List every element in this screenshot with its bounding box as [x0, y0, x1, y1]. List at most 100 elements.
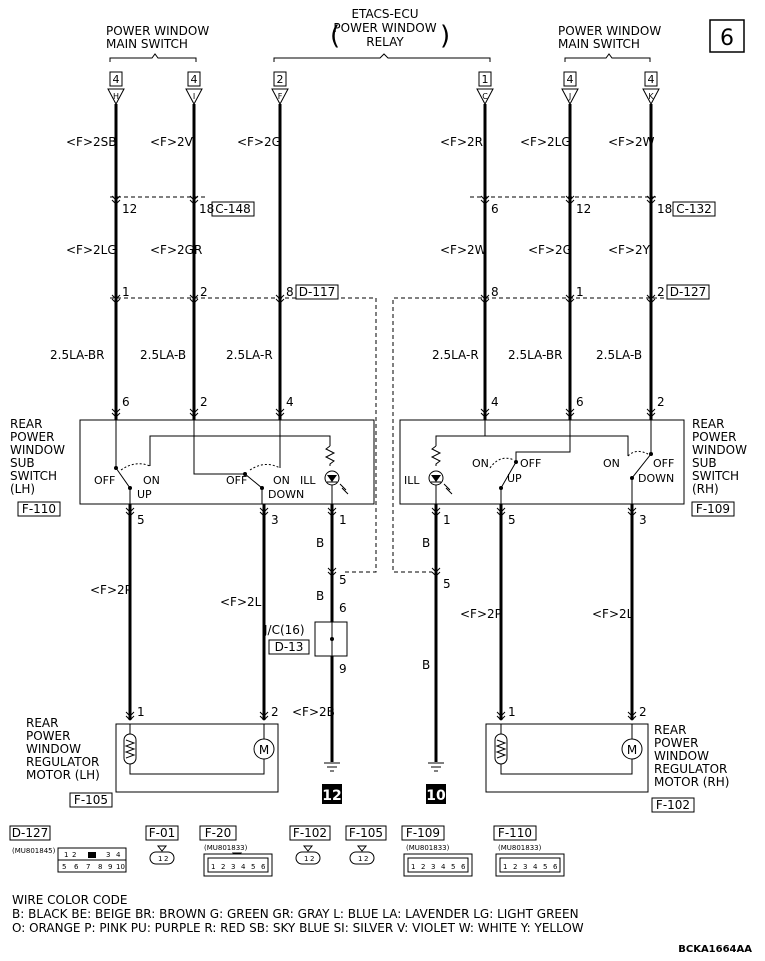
ground-10-label: 10 [426, 788, 446, 804]
switch-rh-down: DOWN [638, 472, 674, 485]
wire-label-2-k: <F>2Y [608, 243, 651, 257]
motor-lh-title-2: POWER [26, 729, 70, 743]
connector-f105: F-105 [74, 793, 108, 807]
bracket-etacs [273, 53, 491, 62]
pin-c148-18: 18 [199, 202, 214, 216]
key-f01-code: F-01 [149, 826, 176, 840]
pin-sub-lh-4: 4 [286, 395, 294, 409]
pin-sub-rh-6: 6 [576, 395, 584, 409]
connector-d127: D-127 [670, 285, 706, 299]
connector-d127-box [666, 284, 710, 300]
key-d127-pin-5: 5 [62, 863, 66, 871]
connector-key-f109: F-109 (MU801833) 1 2 3 4 5 6 [401, 825, 473, 877]
bracket-left [109, 53, 197, 62]
switch-lh-on1: ON [143, 474, 160, 487]
pin-motor-rh-1: 1 [508, 705, 516, 719]
connector-f109: F-109 [696, 502, 730, 516]
header-main-switch-left-line2: MAIN SWITCH [106, 37, 188, 51]
ground-12-label: 12 [322, 788, 341, 804]
key-d127-part: (MU801845) [12, 847, 56, 855]
pin-sub-rh-3: 3 [639, 513, 647, 527]
terminal-letter: C [482, 92, 488, 101]
terminal-box-number: 1 [482, 73, 489, 86]
pin-rh-5: 5 [443, 577, 451, 591]
motor-lh: M [115, 723, 279, 793]
key-f20-code: F-20 [205, 826, 232, 840]
wire-label-2-h: <F>2LG [66, 243, 117, 257]
d117-boundary [110, 297, 377, 573]
key-d127-pin-10: 10 [116, 863, 125, 871]
switch-lh-up: UP [137, 488, 152, 501]
pin-sub-lh-2: 2 [200, 395, 208, 409]
color-code-line1: B: BLACK BE: BEIGE BR: BROWN G: GREEN GR… [12, 907, 579, 921]
connector-c148-box [211, 201, 255, 217]
wire-label-3-j: 2.5LA-BR [508, 348, 562, 362]
header-main-switch-left-line1: POWER WINDOW [106, 24, 209, 38]
key-f109-code: F-109 [406, 826, 440, 840]
wire-label-f: <F>2G [237, 135, 281, 149]
color-code-title: WIRE COLOR CODE [12, 893, 127, 907]
top-terminal-i: 4 I [185, 71, 203, 106]
jc-label: J/C(16) [263, 623, 305, 637]
wire-label-k: <F>2W [608, 135, 655, 149]
wire-label-3-h: 2.5LA-BR [50, 348, 104, 362]
page-number: 6 [720, 26, 734, 51]
key-d127-pin-6: 6 [74, 863, 79, 871]
wire-label-3-c: 2.5LA-R [432, 348, 479, 362]
pin-motor-lh-2: 2 [271, 705, 279, 719]
switch-lh-title-5: SWITCH [10, 469, 57, 483]
key-d127-pin-9: 9 [108, 863, 112, 871]
connector-f102-box [651, 797, 695, 813]
wire-label-2-c: <F>2W [440, 243, 487, 257]
switch-rh-off1: OFF [520, 457, 541, 470]
connector-key-f102: F-102 1 2 [289, 825, 331, 865]
switch-rh-off2: OFF [653, 457, 674, 470]
top-terminal-f: 2 F [271, 71, 289, 106]
pin-jc-9: 9 [339, 662, 347, 676]
pin-motor-rh-2: 2 [639, 705, 647, 719]
wire-label-2-i: <F>2GR [150, 243, 202, 257]
switch-rh-title-2: POWER [692, 430, 736, 444]
pin-sub-rh-1: 1 [443, 513, 451, 527]
pin-d127-8: 8 [491, 285, 499, 299]
d127-boundary [392, 297, 664, 573]
wire-label-c: <F>2R [440, 135, 483, 149]
key-f110-pin-2: 2 [513, 863, 517, 871]
key-f105-pin-2: 2 [364, 855, 368, 863]
key-d127-pin-8: 8 [98, 863, 102, 871]
wire-label-3-f: 2.5LA-R [226, 348, 273, 362]
motor-rh-title-1: REAR [654, 723, 686, 737]
terminal-box-number: 4 [113, 73, 120, 86]
connector-d117: D-117 [299, 285, 335, 299]
terminal-letter: F [278, 92, 283, 101]
motor-lh-title-5: MOTOR (LH) [26, 768, 100, 782]
ground-10 [426, 762, 446, 804]
wire-label-3-k: 2.5LA-B [596, 348, 642, 362]
terminal-letter: I [193, 92, 195, 101]
key-d127-code: D-127 [12, 826, 48, 840]
key-f109-pin-4: 4 [441, 863, 446, 871]
pin-jc-6: 6 [339, 601, 347, 615]
switch-lh-title-4: SUB [10, 456, 35, 470]
paren-close: ) [440, 21, 450, 51]
key-d127-pin-3: 3 [106, 851, 110, 859]
wire-label-lh-left: <F>2P [90, 583, 132, 597]
key-f20-pin-5: 5 [251, 863, 255, 871]
pin-sub-lh-6: 6 [122, 395, 130, 409]
pin-c148-12: 12 [122, 202, 137, 216]
switch-rh-title-6: (RH) [692, 482, 719, 496]
header-etacs: ETACS-ECU [351, 7, 418, 21]
pin-sub-lh-5: 5 [137, 513, 145, 527]
switch-lh-title-6: (LH) [10, 482, 35, 496]
terminal-letter: H [113, 92, 119, 101]
switch-lh-title-1: REAR [10, 417, 42, 431]
key-f102-code: F-102 [293, 826, 327, 840]
svg-text:M: M [259, 743, 269, 757]
pin-sub-rh-2: 2 [657, 395, 665, 409]
terminal-letter: J [568, 92, 571, 101]
connector-f105-box [69, 792, 113, 808]
switch-lh-title-3: WINDOW [10, 443, 65, 457]
switch-rh-title-3: WINDOW [692, 443, 747, 457]
key-f110-pin-6: 6 [553, 863, 558, 871]
